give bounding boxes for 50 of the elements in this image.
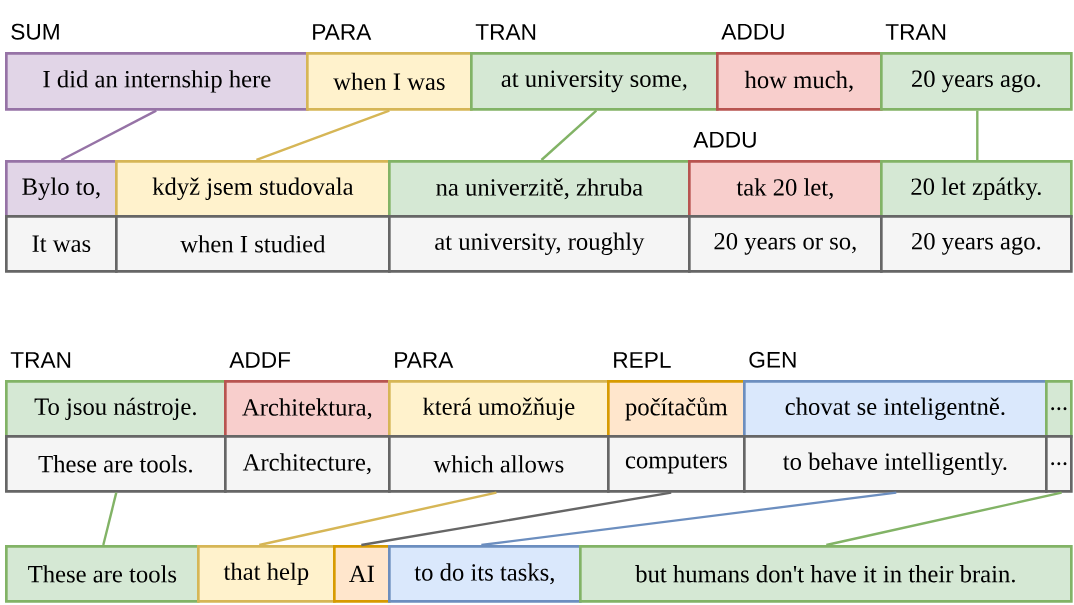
text-cell: ...	[1045, 380, 1073, 438]
text-cell: Bylo to,	[5, 160, 118, 218]
text-cell: how much,	[716, 52, 883, 111]
tag-label: PARA	[313, 24, 372, 40]
text-cell: tak 20 let,	[688, 160, 883, 218]
text-cell: computers	[607, 435, 746, 493]
tag-label: ADDU	[721, 23, 784, 40]
tag-label: ADDU	[693, 131, 756, 148]
connector-line	[361, 491, 672, 547]
tag-label: TRAN	[10, 352, 71, 368]
text-cell: when I was	[306, 52, 473, 111]
text-cell: at university, roughly	[388, 215, 691, 273]
text-cell: These are tools	[5, 545, 200, 603]
tag-label: TRAN	[885, 24, 946, 40]
connector-line	[259, 491, 497, 547]
connector-line	[826, 491, 1062, 547]
connector-line	[976, 110, 979, 160]
text-cell: Architektura,	[224, 380, 391, 438]
text-cell: na univerzitě, zhruba	[388, 160, 691, 218]
text-cell: that help	[197, 545, 336, 603]
text-cell: chovat se inteligentně.	[743, 380, 1048, 438]
text-cell: I did an internship here	[5, 52, 309, 111]
text-cell: These are tools.	[5, 435, 227, 493]
connector-line	[256, 109, 390, 162]
text-cell: It was	[5, 215, 118, 273]
text-cell: but humans don't have it in their brain.	[579, 545, 1073, 603]
tag-label: TRAN	[475, 24, 536, 40]
text-cell: which allows	[388, 435, 610, 493]
tag-label: GEN	[749, 351, 796, 368]
text-cell: at university some,	[470, 52, 719, 111]
tag-label: SUM	[11, 23, 59, 40]
tag-label: PARA	[395, 352, 454, 368]
connector-line	[481, 491, 897, 547]
text-cell: 20 years ago.	[880, 52, 1073, 111]
text-cell: ...	[1045, 435, 1073, 493]
connector-line	[60, 109, 157, 162]
text-cell: 20 years ago.	[880, 215, 1073, 273]
text-cell: 20 years or so,	[688, 215, 883, 273]
connector-line	[540, 109, 598, 161]
tag-label: REPL	[614, 352, 671, 368]
text-cell: když jsem studovala	[115, 160, 391, 218]
tag-label: ADDF	[229, 352, 291, 368]
text-cell: AI	[333, 545, 391, 603]
text-cell: To jsou nástroje.	[5, 380, 227, 438]
text-cell: 20 let zpátky.	[880, 160, 1073, 218]
text-cell: která umožňuje	[388, 380, 610, 438]
text-cell: Architecture,	[224, 435, 391, 493]
connector-line	[102, 492, 118, 546]
text-cell: počítačům	[607, 380, 746, 438]
text-cell: to do its tasks,	[388, 545, 582, 603]
